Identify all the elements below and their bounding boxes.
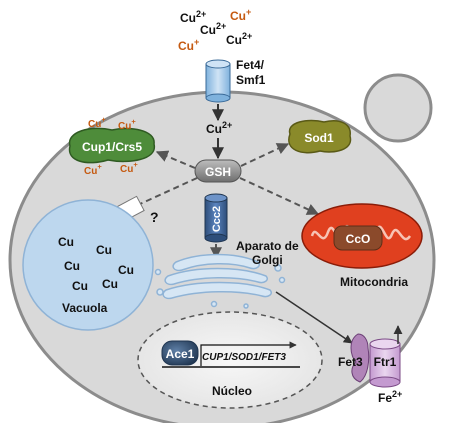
nucleus-label: Núcleo	[212, 384, 252, 398]
cup1-crs5-label: Cup1/Crs5	[82, 140, 142, 154]
fet3-label: Fet3	[338, 355, 363, 369]
sod1-label: Sod1	[304, 131, 334, 145]
smf1-label: Smf1	[236, 73, 266, 87]
fet4-smf1-transporter: Fet4/ Smf1	[205, 58, 266, 103]
cco-label: CcO	[346, 232, 371, 246]
golgi-label-line1: Aparato de	[236, 239, 299, 253]
target-genes-label: CUP1/SOD1/FET3	[202, 352, 286, 363]
cu1-ion-label: Cu+	[178, 37, 199, 53]
fet3-ftr1-complex: Ftr1 Fet3 Fe2+	[338, 325, 403, 405]
sod1-protein: Sod1	[288, 119, 352, 154]
golgi-to-fet3-arrow	[275, 291, 353, 344]
cup1-bound-cu1-label: Cu+	[120, 160, 138, 175]
cu2-ion-label: Cu2+	[226, 31, 252, 47]
gsh-node: GSH	[194, 159, 242, 183]
fet4-label: Fet4/	[236, 58, 265, 72]
fe2-label: Fe2+	[378, 389, 402, 405]
cu2-ion-label: Cu2+	[200, 21, 226, 37]
vacuole-cu-label: Cu	[118, 263, 134, 277]
nucleus: Ace1 CUP1/SOD1/FET3 Núcleo	[137, 311, 323, 409]
golgi-label-line2: Golgi	[252, 253, 283, 267]
ftr1-label: Ftr1	[374, 355, 397, 369]
vacuole-cu-label: Cu	[64, 259, 80, 273]
gsh-delivery-arrows	[139, 143, 320, 215]
gsh-to-sod1-arrow	[240, 143, 290, 167]
cytosolic-cu2-label: Cu2+	[206, 120, 232, 136]
cu2-ion-label: Cu2+	[180, 9, 206, 25]
vacuole-label: Vacuola	[62, 301, 108, 315]
mitochondria-label: Mitocondria	[340, 275, 408, 289]
gsh-label: GSH	[205, 165, 231, 179]
gsh-to-cup1-arrow	[155, 150, 196, 169]
vacuole-cu-label: Cu	[102, 277, 118, 291]
mitochondria: CcO Mitocondria	[301, 203, 423, 289]
transcription-start-arrow	[200, 341, 297, 366]
extracellular-copper-ions: Cu2+ Cu+ Cu2+ Cu+ Cu2+	[178, 7, 252, 53]
golgi-apparatus	[154, 253, 286, 309]
cup1-bound-cu1-label: Cu+	[88, 115, 106, 130]
ccc2-label: Ccc2	[211, 206, 223, 232]
vacuole: Cu Cu Cu Cu Cu Cu Vacuola	[22, 199, 154, 331]
ace1-label: Ace1	[166, 347, 195, 361]
yeast-bud	[363, 73, 433, 143]
cup1-crs5-protein: Cup1/Crs5 Cu+ Cu+ Cu+ Cu+	[68, 115, 155, 177]
gsh-to-mitochondria-arrow	[239, 177, 320, 215]
cu1-ion-label: Cu+	[230, 7, 251, 23]
vacuole-cu-label: Cu	[58, 235, 74, 249]
vacuole-cu-label: Cu	[96, 243, 112, 257]
gsh-to-vacuole-arrow	[139, 177, 198, 205]
ccc2-transporter: Ccc2	[204, 193, 228, 243]
unknown-transporter-mark: ?	[150, 209, 159, 225]
cup1-bound-cu1-label: Cu+	[118, 117, 136, 132]
cup1-bound-cu1-label: Cu+	[84, 162, 102, 177]
vacuole-cu-label: Cu	[72, 279, 88, 293]
